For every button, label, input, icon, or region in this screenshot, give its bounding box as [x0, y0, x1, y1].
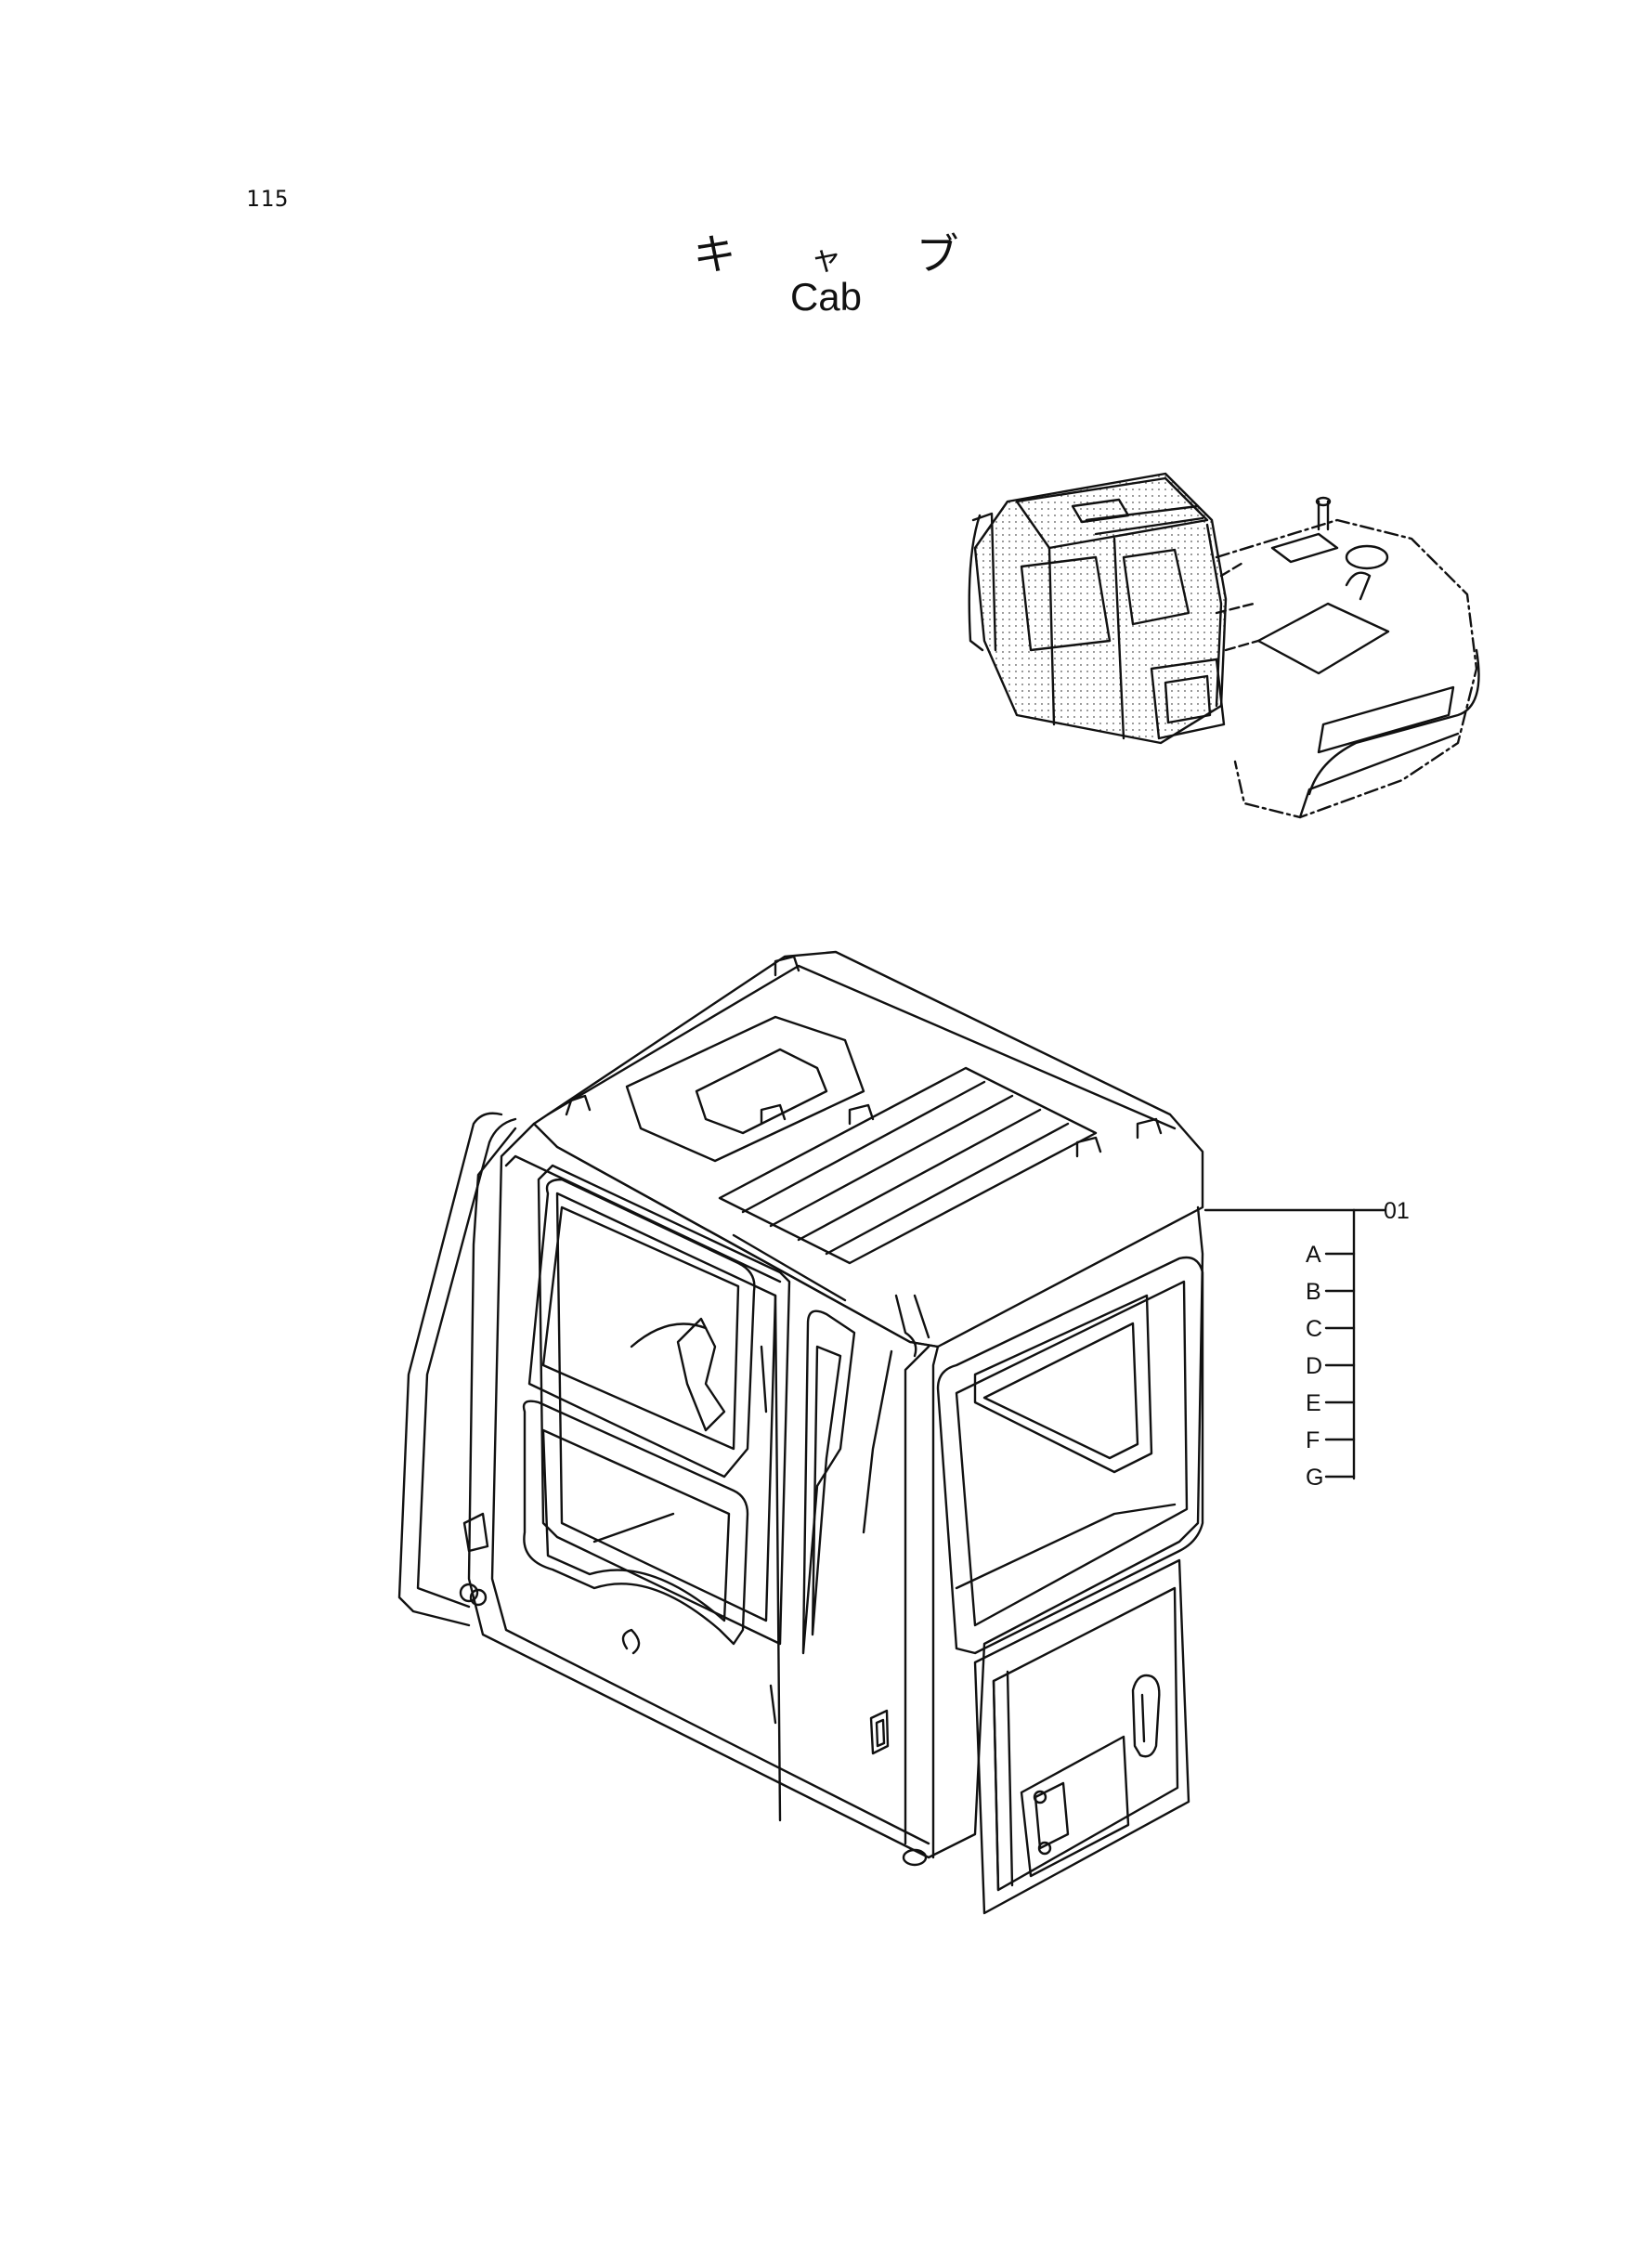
- title-jp-char-2: ャ: [810, 241, 842, 278]
- sub-item-a: A: [1306, 1242, 1321, 1268]
- title-jp-char-1: キ: [693, 229, 736, 280]
- overview-drawing: [968, 472, 1480, 819]
- title-jp-char-3: ブ: [916, 229, 959, 280]
- sub-item-c: C: [1306, 1316, 1322, 1342]
- sub-item-e: E: [1306, 1390, 1321, 1416]
- part-number-label: 01: [1384, 1198, 1410, 1224]
- sub-item-b: B: [1306, 1279, 1321, 1305]
- page-number: 115: [246, 186, 290, 212]
- title-english: Cab: [789, 275, 863, 319]
- callout-bracket: [1203, 1208, 1387, 1480]
- sub-item-f: F: [1306, 1427, 1320, 1453]
- sub-item-d: D: [1306, 1353, 1322, 1379]
- sub-item-g: G: [1306, 1465, 1323, 1491]
- main-cab-drawing: [397, 950, 1204, 1915]
- title-japanese: キャブ: [0, 221, 1652, 282]
